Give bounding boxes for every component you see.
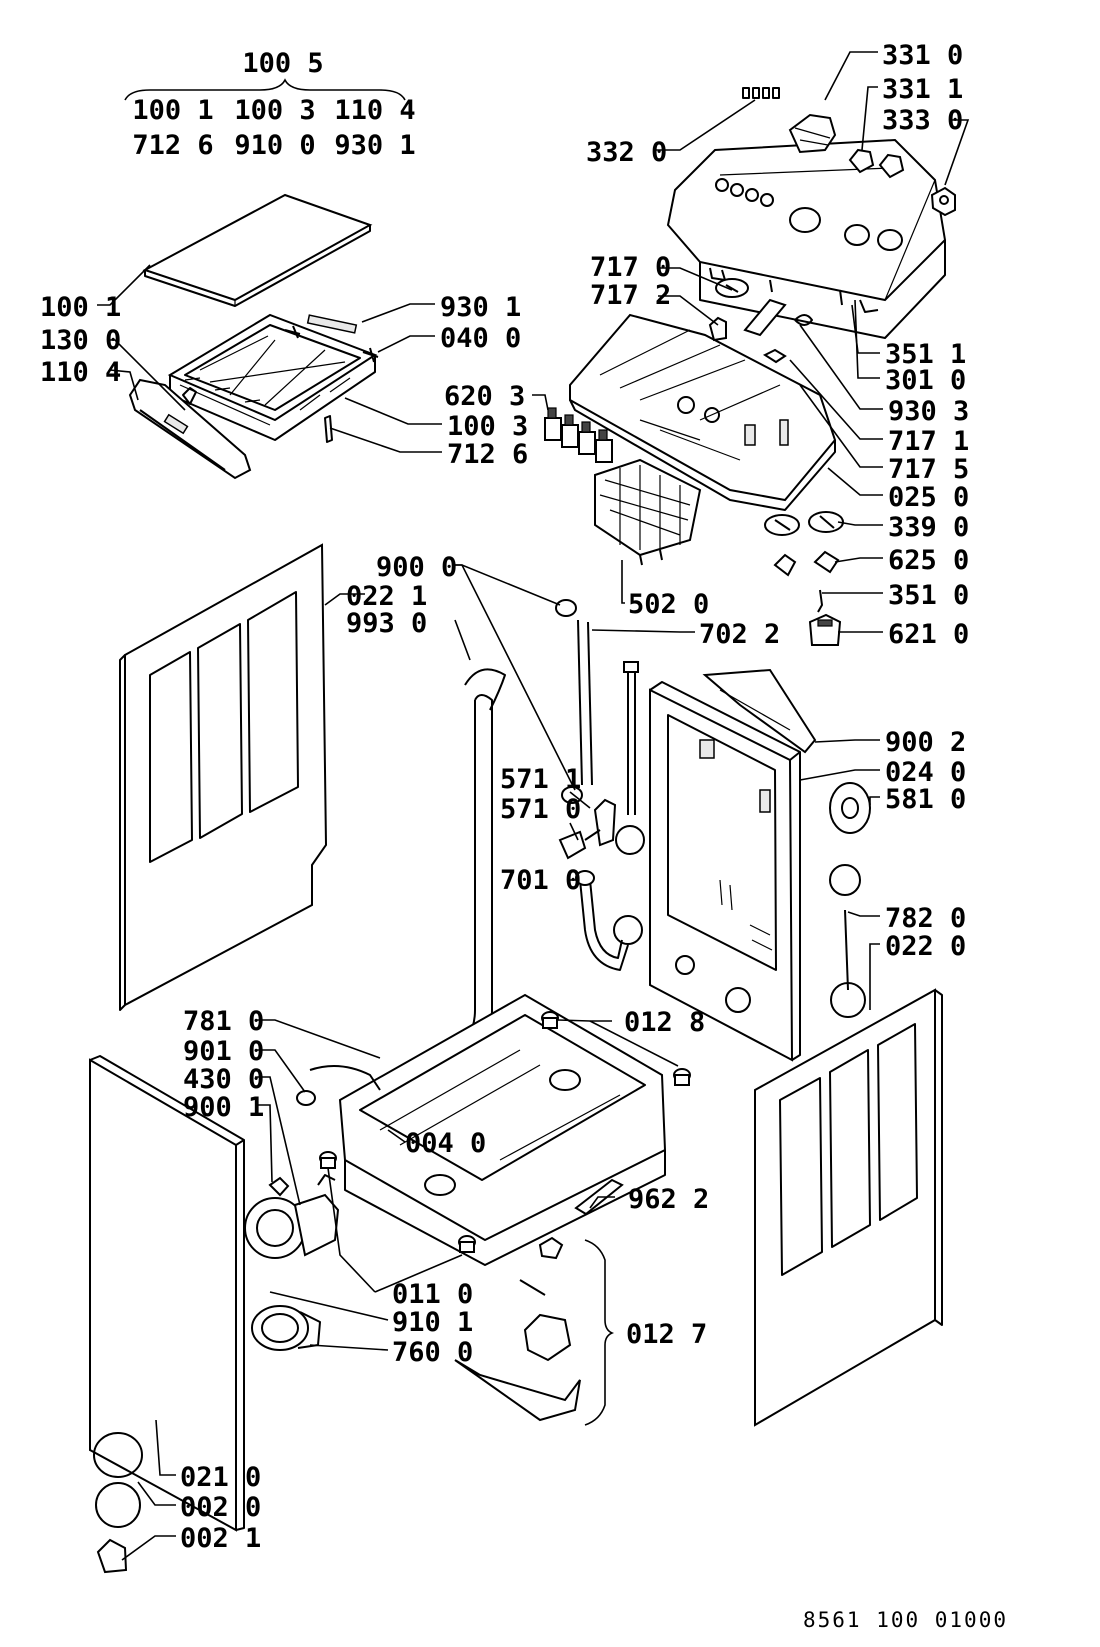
right-small-parts [764,511,844,646]
front-panel [89,1055,245,1532]
label-581-0: 581 0 [885,784,966,815]
button-caps [742,87,780,99]
fill-hose-701 [575,870,643,971]
label-333-0: 333 0 [882,105,963,136]
label-012-8: 012 8 [624,1007,705,1038]
label-571-0: 571 0 [500,794,581,825]
label-701-0: 701 0 [500,865,581,896]
label-339-0: 339 0 [888,512,969,543]
feet [319,1011,691,1253]
label-502-0: 502 0 [628,589,709,620]
kit-group-label: 100 5 [242,48,323,79]
label-717-5: 717 5 [888,454,969,485]
pump-filter [251,1305,321,1351]
document-number: 8561 100 01000 [803,1608,1008,1632]
control-panel [666,138,947,339]
label-130-0: 130 0 [40,325,121,356]
label-910-1: 910 1 [392,1307,473,1338]
label-002-0: 002 0 [180,1492,261,1523]
label-930-3: 930 3 [888,396,969,427]
label-962-2: 962 2 [628,1184,709,1215]
label-717-1: 717 1 [888,426,969,457]
label-702-2: 702 2 [699,619,780,650]
label-712-6: 712 6 [447,439,528,470]
label-993-0: 993 0 [346,608,427,639]
label-901-0: 901 0 [183,1036,264,1067]
label-351-0: 351 0 [888,580,969,611]
label-621-0: 621 0 [888,619,969,650]
label-332-0: 332 0 [586,137,667,168]
control-knobs [742,87,956,217]
kit-item-6: 930 1 [334,130,415,161]
kit-brace [124,78,406,101]
label-717-0: 717 0 [590,252,671,283]
label-002-1: 002 1 [180,1523,261,1554]
label-781-0: 781 0 [183,1006,264,1037]
label-930-1: 930 1 [440,292,521,323]
kit-item-2: 100 3 [234,95,315,126]
top-lid [142,193,373,307]
label-022-0: 022 0 [885,931,966,962]
label-025-0: 025 0 [888,482,969,513]
label-351-1: 351 1 [885,339,966,370]
dispenser-housing [569,313,837,511]
right-side-panel [754,988,943,1427]
rod-782 [615,661,645,855]
solenoid-valves [544,407,613,463]
front-trim [128,378,252,480]
left-side-panel [119,543,328,1011]
label-301-0: 301 0 [885,365,966,396]
frame-clips [284,314,379,443]
kit-item-1: 100 1 [132,95,213,126]
label-331-0: 331 0 [882,40,963,71]
label-110-4: 110 4 [40,357,121,388]
label-717-2: 717 2 [590,280,671,311]
label-024-0: 024 0 [885,757,966,788]
hose-clamp [296,1065,381,1106]
rear-panel [649,668,817,1062]
label-011-0: 011 0 [392,1279,473,1310]
label-100-1: 100 1 [40,292,121,323]
inlet-hose-702 [555,599,593,786]
pulley-581 [829,782,871,896]
kit-item-3: 110 4 [334,95,415,126]
label-571-1: 571 1 [500,764,581,795]
label-900-1: 900 1 [183,1092,264,1123]
leveling-kit [454,1236,581,1422]
dispenser-small-parts [708,278,813,364]
label-331-1: 331 1 [882,74,963,105]
kit-header: 100 5 100 1 100 3 110 4 712 6 910 0 930 … [124,48,416,161]
label-625-0: 625 0 [888,545,969,576]
label-040-0: 040 0 [440,323,521,354]
label-022-1: 022 1 [346,581,427,612]
kit-item-4: 712 6 [132,130,213,161]
label-900-0: 900 0 [376,552,457,583]
label-012-7: 012 7 [626,1319,707,1350]
label-021-0: 021 0 [180,1462,261,1493]
label-004-0: 004 0 [405,1128,486,1159]
leader-lines [97,51,970,1561]
drain-pump [244,1174,340,1259]
label-430-0: 430 0 [183,1064,264,1095]
label-782-0: 782 0 [885,903,966,934]
label-100-3: 100 3 [447,411,528,442]
label-620-3: 620 3 [444,381,525,412]
filter-door [95,1482,141,1574]
kit-item-5: 910 0 [234,130,315,161]
base-frame [338,993,667,1266]
label-900-2: 900 2 [885,727,966,758]
rod-782-right [830,909,866,1018]
label-760-0: 760 0 [392,1337,473,1368]
pressure-switch-571 [558,786,617,860]
electronic-module [594,458,702,566]
part-labels: 331 0 331 1 333 0 332 0 100 1 930 1 130 … [40,40,969,1554]
